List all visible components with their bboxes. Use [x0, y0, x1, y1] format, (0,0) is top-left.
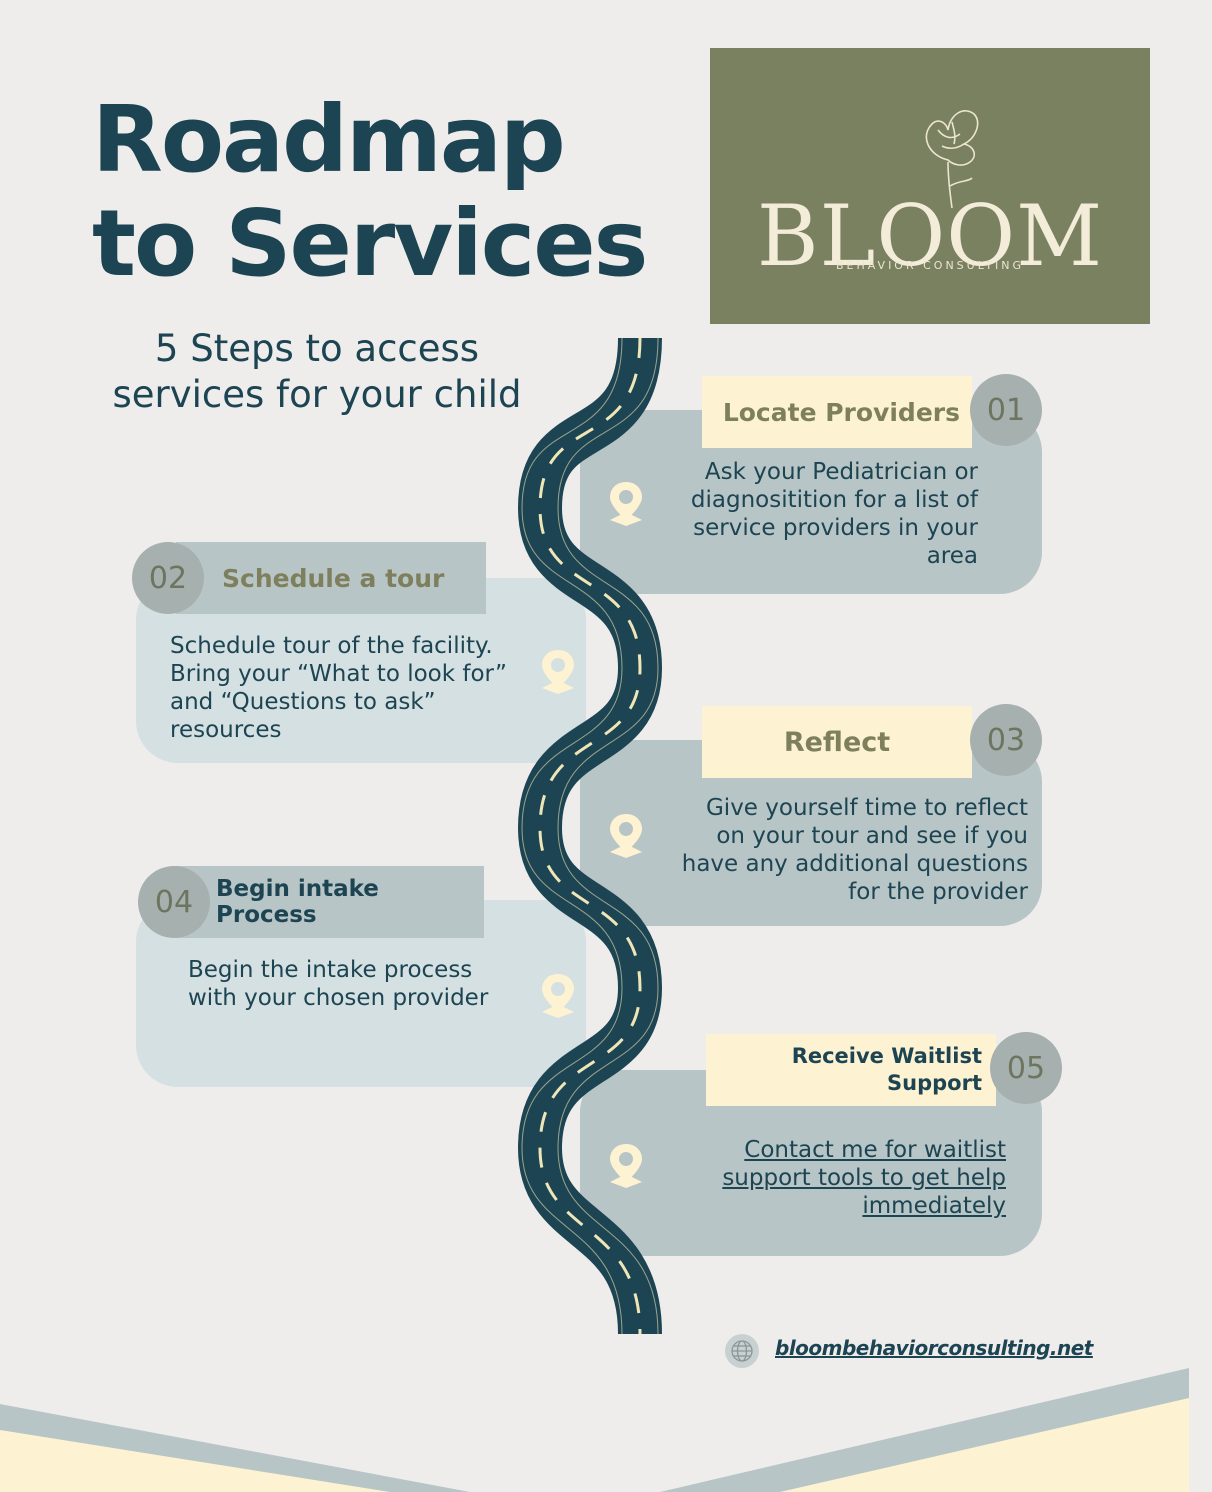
flower-icon	[925, 110, 979, 209]
title-line-2: to Services	[92, 190, 648, 297]
step-4-description: Begin the intake process with your chose…	[188, 957, 489, 1011]
step-2-description: Schedule tour of the facility. Bring you…	[170, 633, 507, 743]
globe-icon	[725, 1334, 759, 1368]
title-line-1: Roadmap	[92, 86, 566, 193]
step-1-title: Locate Providers	[702, 376, 972, 448]
step-1-description: Ask your Pediatrician or diagnositition …	[690, 459, 978, 569]
step-5-number: 05	[990, 1032, 1062, 1104]
logo-subtitle: BEHAVIOR CONSULTING	[835, 259, 1025, 272]
location-pin-icon	[542, 650, 574, 694]
page-title: Roadmap to Services	[92, 88, 692, 296]
step-2-number: 02	[132, 542, 204, 614]
step-2-title: Schedule a tour	[176, 542, 486, 614]
logo-wordmark: BLOOM	[756, 187, 1104, 285]
step-3-title: Reflect	[702, 706, 972, 778]
winding-road	[517, 338, 663, 1334]
location-pin-icon	[610, 814, 642, 858]
step-3-description: Give yourself time to reflect on your to…	[681, 795, 1028, 905]
location-pin-icon	[610, 482, 642, 526]
step-4-title: Begin intake Process	[176, 866, 484, 938]
location-pin-icon	[610, 1144, 642, 1188]
bottom-decoration	[0, 1368, 1189, 1492]
step-5-title: Receive Waitlist Support	[706, 1034, 996, 1106]
bloom-logo: BLOOM BEHAVIOR CONSULTING	[710, 48, 1150, 324]
location-pin-icon	[542, 974, 574, 1018]
step-3-number: 03	[970, 704, 1042, 776]
website-link[interactable]: bloombehaviorconsulting.net	[775, 1336, 1093, 1360]
page-subtitle: 5 Steps to access services for your chil…	[112, 327, 522, 416]
waitlist-support-link[interactable]: Contact me for waitlist support tools to…	[722, 1137, 1006, 1219]
step-1-number: 01	[970, 374, 1042, 446]
step-4-number: 04	[138, 866, 210, 938]
